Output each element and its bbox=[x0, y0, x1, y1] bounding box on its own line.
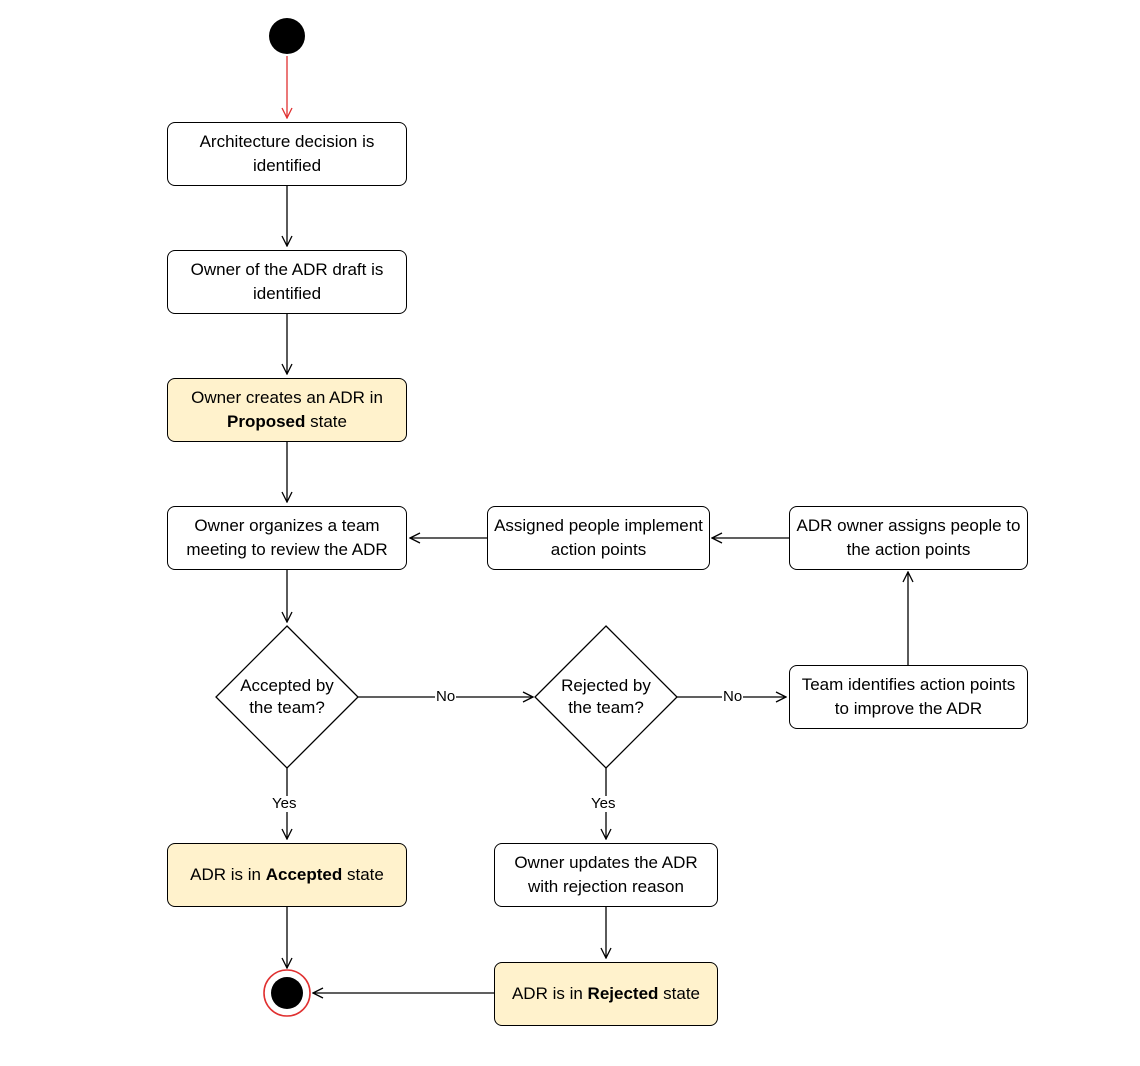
rejected-state-name: Rejected bbox=[587, 984, 659, 1003]
accepted-state-text-before: ADR is in bbox=[190, 865, 266, 884]
edge-label-accepted-no: No bbox=[435, 688, 457, 705]
edge-label-rejected-yes: Yes bbox=[590, 795, 617, 812]
edge-label-accepted-yes: Yes bbox=[271, 795, 298, 812]
node-implement-action-points: Assigned people implement action points bbox=[487, 506, 710, 570]
node-accepted-state: ADR is in Accepted state bbox=[167, 843, 407, 907]
accepted-state-name: Accepted bbox=[265, 865, 343, 884]
node-create-adr-label: Owner creates an ADR in Proposed state bbox=[174, 386, 400, 434]
node-rejected-state-label: ADR is in Rejected state bbox=[512, 982, 700, 1006]
node-identify-decision: Architecture decision is identified bbox=[167, 122, 407, 186]
create-adr-text-after: state bbox=[305, 412, 347, 431]
node-update-rejection: Owner updates the ADR with rejection rea… bbox=[494, 843, 718, 907]
node-create-adr: Owner creates an ADR in Proposed state bbox=[167, 378, 407, 442]
create-adr-state-name: Proposed bbox=[227, 412, 306, 431]
final-node-core bbox=[271, 977, 303, 1009]
rejected-state-text-after: state bbox=[658, 984, 701, 1003]
initial-node bbox=[269, 18, 305, 54]
node-accepted-state-label: ADR is in Accepted state bbox=[190, 863, 384, 887]
node-identify-action-points-label: Team identifies action points to improve… bbox=[801, 675, 1016, 718]
node-assign-action-points: ADR owner assigns people to the action p… bbox=[789, 506, 1028, 570]
node-organize-meeting-label: Owner organizes a team meeting to review… bbox=[186, 516, 388, 559]
edge-label-rejected-no: No bbox=[722, 688, 744, 705]
node-implement-action-points-label: Assigned people implement action points bbox=[494, 516, 703, 559]
node-update-rejection-label: Owner updates the ADR with rejection rea… bbox=[514, 853, 698, 896]
node-rejected-state: ADR is in Rejected state bbox=[494, 962, 718, 1026]
create-adr-text-before: Owner creates an ADR in bbox=[191, 388, 383, 407]
node-identify-decision-label: Architecture decision is identified bbox=[199, 132, 375, 175]
accepted-state-text-after: state bbox=[342, 865, 384, 884]
accepted-decision-diamond bbox=[215, 625, 359, 769]
node-assign-action-points-label: ADR owner assigns people to the action p… bbox=[796, 516, 1021, 559]
node-identify-action-points: Team identifies action points to improve… bbox=[789, 665, 1028, 729]
accepted-decision-label: Accepted by the team? bbox=[240, 676, 334, 717]
node-identify-owner-label: Owner of the ADR draft is identified bbox=[190, 260, 384, 303]
rejected-state-text-before: ADR is in bbox=[511, 984, 588, 1003]
node-identify-owner: Owner of the ADR draft is identified bbox=[167, 250, 407, 314]
node-organize-meeting: Owner organizes a team meeting to review… bbox=[167, 506, 407, 570]
rejected-decision-label: Rejected by the team? bbox=[561, 676, 651, 717]
rejected-decision-diamond bbox=[534, 625, 678, 769]
